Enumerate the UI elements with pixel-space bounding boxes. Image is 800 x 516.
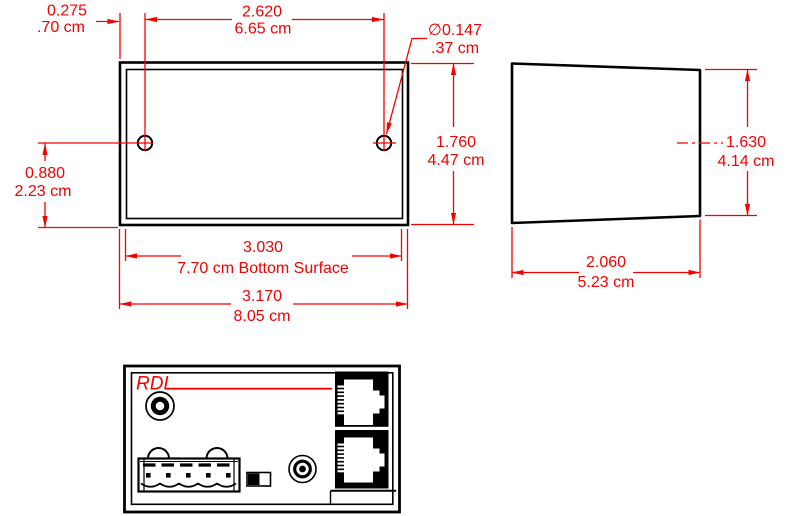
dim-hole-spacing-in: 2.620 bbox=[242, 4, 282, 21]
dim-depth: 2.060 5.23 cm bbox=[511, 254, 701, 291]
dim-depth-in: 2.060 bbox=[586, 254, 626, 271]
dim-hole-diameter-cm: .37 cm bbox=[431, 40, 479, 57]
side-view: 1.630 4.14 cm 2.060 5.23 cm bbox=[510, 62, 775, 291]
rca-jack-top bbox=[145, 391, 175, 421]
dim-hole-height-in: 0.880 bbox=[25, 165, 65, 182]
dim-hole-diameter-in: ∅0.147 bbox=[428, 22, 482, 39]
dim-panel-height-in: 1.760 bbox=[436, 134, 476, 151]
dim-overall-width: 3.170 8.05 cm bbox=[119, 288, 408, 325]
dim-overall-width-cm: 8.05 cm bbox=[234, 308, 291, 325]
rear-view: RDL bbox=[123, 364, 401, 514]
dim-bottom-surface: 3.030 7.70 cm Bottom Surface bbox=[125, 239, 402, 277]
rca-jack-bottom bbox=[288, 454, 317, 484]
rear-panel-outer bbox=[123, 364, 401, 514]
rj45-jack-top bbox=[337, 379, 385, 425]
dim-hole-spacing: 2.620 6.65 cm bbox=[145, 4, 384, 38]
dim-rear-height-in: 1.630 bbox=[726, 134, 766, 151]
dim-hole-height: 0.880 2.23 cm bbox=[15, 143, 72, 228]
brand-label: RDL bbox=[136, 374, 174, 395]
dim-rear-height: 1.630 4.14 cm bbox=[718, 69, 775, 216]
side-profile bbox=[510, 62, 702, 225]
slide-switch bbox=[246, 471, 272, 487]
rj45-jack-bottom bbox=[337, 437, 385, 483]
dim-hole-spacing-cm: 6.65 cm bbox=[235, 21, 292, 38]
dim-bottom-surface-cm: 7.70 cm Bottom Surface bbox=[177, 260, 349, 277]
front-view: 0.275 .70 cm 2.620 6.65 cm ∅0.147 .37 cm… bbox=[15, 3, 485, 326]
side-extension-lines bbox=[511, 68, 757, 278]
dim-panel-height-cm: 4.47 cm bbox=[428, 152, 485, 169]
dim-bottom-surface-in: 3.030 bbox=[243, 239, 283, 256]
dim-hole-offset-in: 0.275 bbox=[47, 3, 87, 20]
dim-depth-cm: 5.23 cm bbox=[578, 274, 635, 291]
dim-rear-height-cm: 4.14 cm bbox=[718, 153, 775, 170]
front-panel-inner bbox=[125, 68, 404, 220]
dim-overall-width-in: 3.170 bbox=[242, 288, 282, 305]
rear-panel-inner bbox=[130, 371, 394, 506]
dim-hole-offset: 0.275 .70 cm bbox=[37, 3, 120, 36]
dim-hole-offset-cm: .70 cm bbox=[37, 19, 85, 36]
rj45-jack-block bbox=[329, 371, 396, 504]
front-panel-outer bbox=[118, 61, 410, 227]
dim-panel-height: 1.760 4.47 cm bbox=[428, 63, 485, 225]
terminal-block-connector bbox=[137, 447, 241, 493]
dim-hole-diameter: ∅0.147 .37 cm bbox=[385, 22, 482, 135]
dim-hole-height-cm: 2.23 cm bbox=[15, 183, 72, 200]
